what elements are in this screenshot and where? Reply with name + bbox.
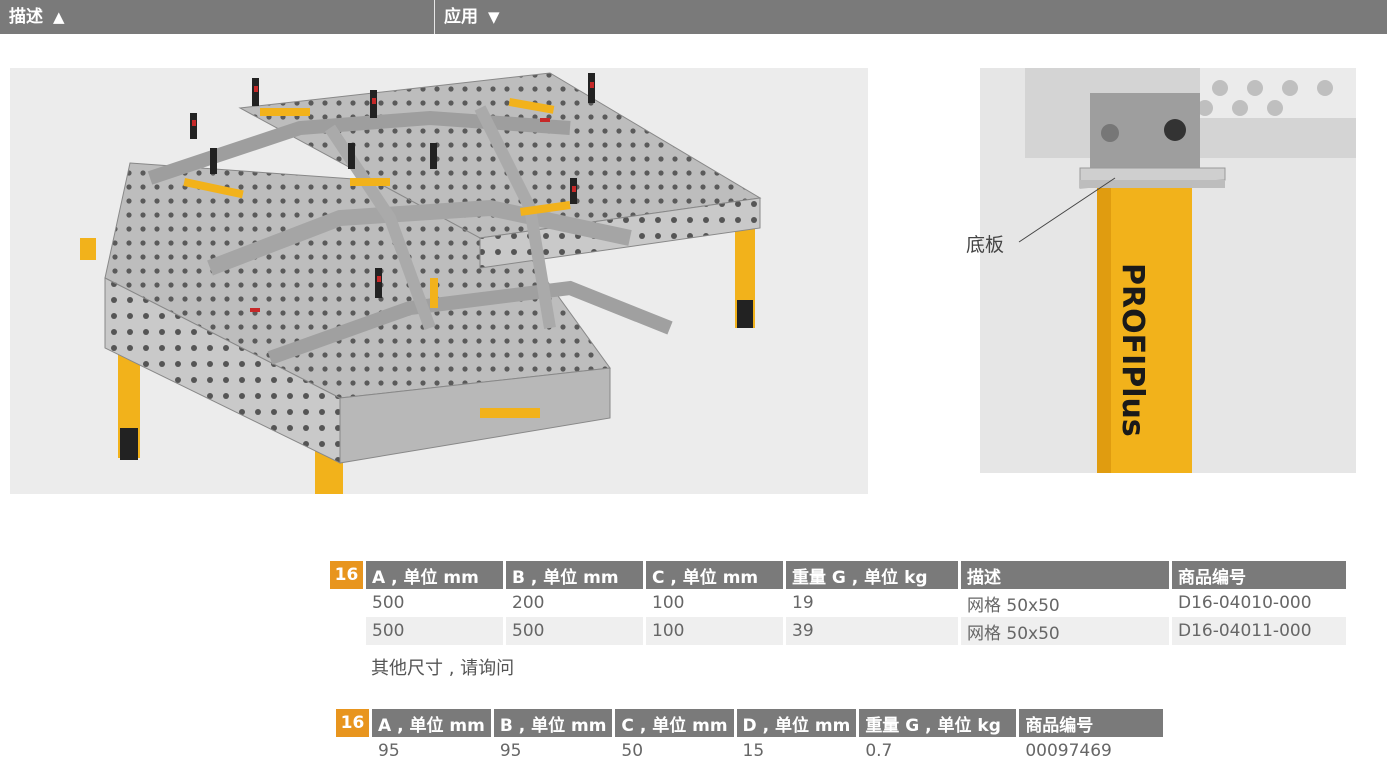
cell-a: 500: [366, 617, 506, 645]
col-header-c: C , 单位 mm: [646, 561, 786, 589]
cell-d: 15: [737, 737, 860, 765]
cell-weight: 39: [786, 617, 961, 645]
col-header-article-no: 商品编号: [1172, 561, 1349, 589]
col-header-weight: 重量 G , 单位 kg: [859, 709, 1020, 737]
cell-article-no[interactable]: D16-04011-000: [1172, 617, 1349, 645]
cell-a: 95: [372, 737, 494, 765]
triangle-down-icon: ▼: [488, 8, 500, 26]
table-row: 95 95 50 15 0.7 00097469: [336, 737, 1167, 765]
product-image-welding-table: [10, 68, 868, 494]
profiplus-brand-text: PROFIPlus: [1115, 263, 1150, 437]
base-plate-label: 底板: [966, 234, 1005, 256]
table-row: 500 200 100 19 网格 50x50 D16-04010-000: [330, 589, 1349, 617]
leader-line: [1018, 177, 1116, 243]
cell-article-no[interactable]: D16-04010-000: [1172, 589, 1349, 617]
triangle-up-icon: ▲: [53, 8, 65, 26]
detail-image-base-plate: PROFIPlus: [980, 68, 1356, 473]
cell-a: 500: [366, 589, 506, 617]
col-header-a: A , 单位 mm: [372, 709, 494, 737]
table-header-row: 16 A , 单位 mm B , 单位 mm C , 单位 mm 重量 G , …: [330, 561, 1349, 589]
badge-spacer: [336, 737, 372, 765]
badge-spacer: [330, 617, 366, 645]
cell-article-no[interactable]: 00097469: [1019, 737, 1167, 765]
spec-table-1: 16 A , 单位 mm B , 单位 mm C , 单位 mm 重量 G , …: [330, 561, 1349, 645]
col-header-a: A , 单位 mm: [366, 561, 506, 589]
section-badge: 16: [336, 709, 372, 737]
section-badge: 16: [330, 561, 366, 589]
col-header-b: B , 单位 mm: [506, 561, 646, 589]
col-header-d: D , 单位 mm: [736, 709, 860, 737]
table-header-row: 16 A , 单位 mm B , 单位 mm C , 单位 mm D , 单位 …: [336, 709, 1167, 737]
tab-description[interactable]: 描述 ▲: [0, 0, 434, 34]
other-sizes-note: 其他尺寸 , 请询问: [371, 658, 515, 679]
tab-divider: [434, 0, 435, 34]
col-header-weight: 重量 G , 单位 kg: [786, 561, 961, 589]
col-header-article-no: 商品编号: [1019, 709, 1167, 737]
cell-c: 100: [646, 617, 786, 645]
cell-c: 100: [646, 589, 786, 617]
cell-b: 200: [506, 589, 646, 617]
cell-weight: 0.7: [859, 737, 1020, 765]
col-header-c: C , 单位 mm: [615, 709, 737, 737]
cell-description: 网格 50x50: [961, 589, 1172, 617]
tab-application[interactable]: 应用 ▼: [435, 0, 735, 34]
badge-spacer: [330, 589, 366, 617]
cell-description: 网格 50x50: [961, 617, 1172, 645]
spec-table-2: 16 A , 单位 mm B , 单位 mm C , 单位 mm D , 单位 …: [336, 709, 1167, 765]
cell-c: 50: [615, 737, 737, 765]
cell-b: 500: [506, 617, 646, 645]
top-tab-bar: [0, 0, 1387, 34]
tab-application-label: 应用: [444, 7, 478, 27]
cell-weight: 19: [786, 589, 961, 617]
col-header-description: 描述: [961, 561, 1172, 589]
col-header-b: B , 单位 mm: [493, 709, 616, 737]
cell-b: 95: [494, 737, 616, 765]
table-row: 500 500 100 39 网格 50x50 D16-04011-000: [330, 617, 1349, 645]
tab-description-label: 描述: [9, 7, 43, 27]
